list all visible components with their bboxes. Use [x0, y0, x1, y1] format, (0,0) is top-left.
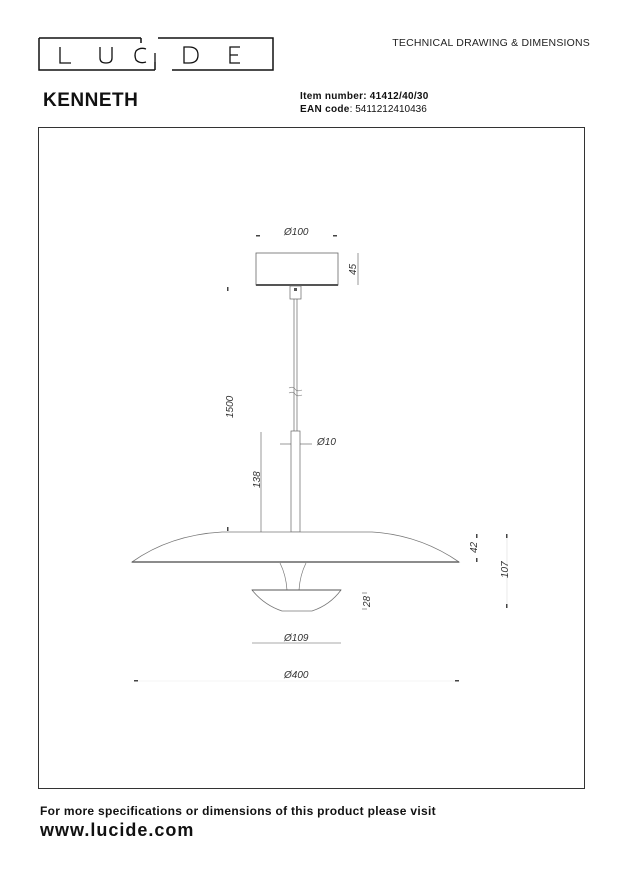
dim-canopy-height: 45 [348, 263, 359, 275]
footer-note: For more specifications or dimensions of… [40, 804, 436, 818]
item-number-row: Item number: 41412/40/30 [300, 90, 429, 103]
cable [288, 299, 303, 431]
product-name: KENNETH [43, 90, 139, 111]
dim-rod-length: 138 [252, 471, 263, 488]
dim-canopy-diameter: Ø100 [283, 227, 309, 238]
dim-diffuser-diameter: Ø109 [283, 633, 309, 644]
drawing-frame [38, 127, 585, 789]
lucide-logo-mark [38, 37, 274, 71]
item-info: Item number: 41412/40/30 EAN code: 54112… [300, 90, 429, 116]
document-subtitle: TECHNICAL DRAWING & DIMENSIONS [392, 37, 590, 49]
dim-diffuser-height: 28 [362, 595, 373, 608]
website-link[interactable]: www.lucide.com [40, 820, 195, 840]
item-number-value: 41412/40/30 [369, 91, 429, 102]
ean-row: EAN code: 5411212410436 [300, 103, 429, 116]
ean-label: EAN code [300, 104, 350, 115]
dim-shade-diameter: Ø400 [283, 670, 309, 681]
dim-total-height: 107 [500, 561, 511, 578]
diffuser [251, 562, 342, 612]
shade [130, 531, 461, 563]
dim-rod-diameter: Ø10 [316, 437, 336, 448]
item-number-label: Item number: [300, 91, 367, 102]
rod [290, 430, 301, 533]
ean-value: : 5411212410436 [349, 104, 427, 115]
lucide-logo [38, 36, 274, 74]
dim-cable-length: 1500 [225, 395, 236, 418]
canopy [255, 252, 339, 300]
dim-shade-height: 42 [469, 541, 480, 553]
